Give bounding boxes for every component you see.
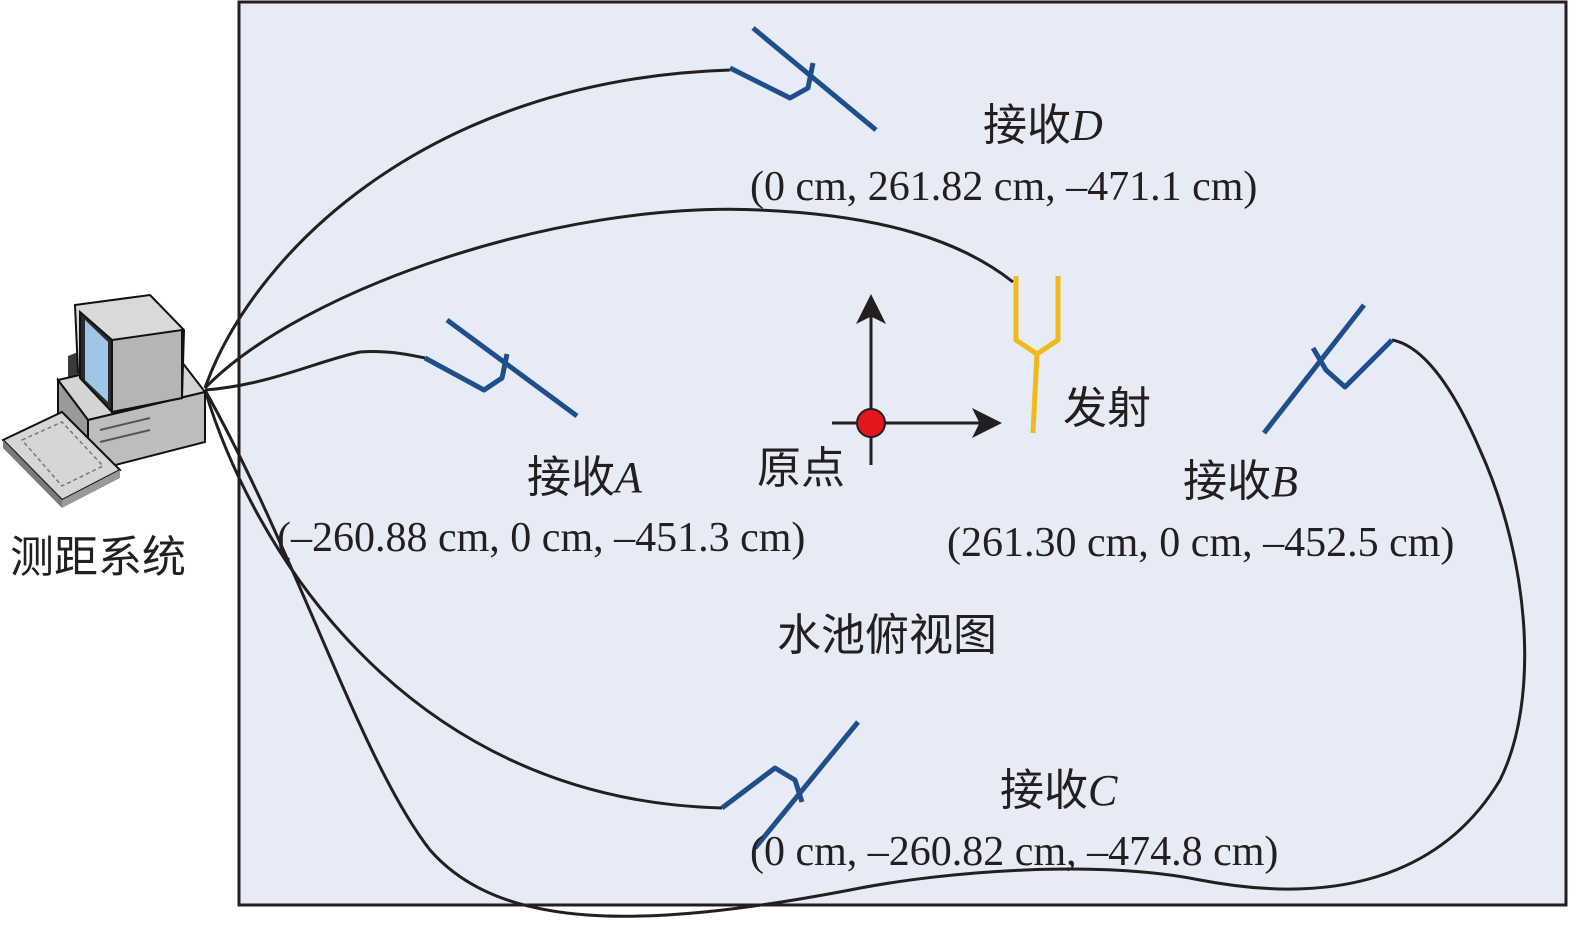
receiver-a-letter: A [612, 453, 643, 502]
cable-to-receiver-b [203, 338, 1527, 918]
receiver-d-letter: D [1070, 101, 1103, 150]
computer-icon [1, 293, 207, 508]
origin-dot [856, 408, 886, 438]
pool-area [237, 0, 1568, 907]
hydrophone-receiver-a [423, 317, 579, 419]
cable-to-receiver-c [203, 389, 723, 810]
receiver-d-label: 接收D [983, 101, 1103, 150]
transmitter-label: 发射 [1063, 384, 1151, 433]
transmitter-hydrophone [1013, 276, 1061, 434]
receiver-b-letter: B [1271, 457, 1298, 506]
receiver-d-coords: (0 cm, 261.82 cm, –471.1 cm) [750, 164, 1257, 210]
cable-to-transmitter [203, 207, 1014, 390]
hydrophone-receiver-c [720, 720, 860, 850]
pool-title: 水池俯视图 [777, 611, 997, 660]
receiver-b-label: 接收B [1183, 457, 1298, 506]
hydrophone-receiver-b [1262, 303, 1394, 435]
receiver-c-letter: C [1088, 766, 1118, 815]
computer-label: 测距系统 [10, 533, 186, 582]
receiver-a-prefix: 接收 [527, 453, 615, 502]
cable-to-receiver-a [204, 350, 426, 392]
receiver-a-label: 接收A [527, 453, 643, 502]
receiver-c-coords: (0 cm, –260.82 cm, –474.8 cm) [750, 829, 1278, 875]
receiver-a-coords: (–260.88 cm, 0 cm, –451.3 cm) [277, 515, 805, 561]
cable-to-receiver-d [203, 68, 731, 389]
cables [203, 68, 1527, 918]
receiver-b-prefix: 接收 [1183, 457, 1271, 506]
receiver-b-coords: (261.30 cm, 0 cm, –452.5 cm) [947, 520, 1454, 566]
origin-label: 原点 [757, 444, 845, 493]
receiver-c-label: 接收C [1000, 766, 1118, 815]
receiver-c-prefix: 接收 [1000, 766, 1088, 815]
receiver-d-prefix: 接收 [983, 101, 1071, 150]
hydrophone-receiver-d [728, 26, 878, 132]
